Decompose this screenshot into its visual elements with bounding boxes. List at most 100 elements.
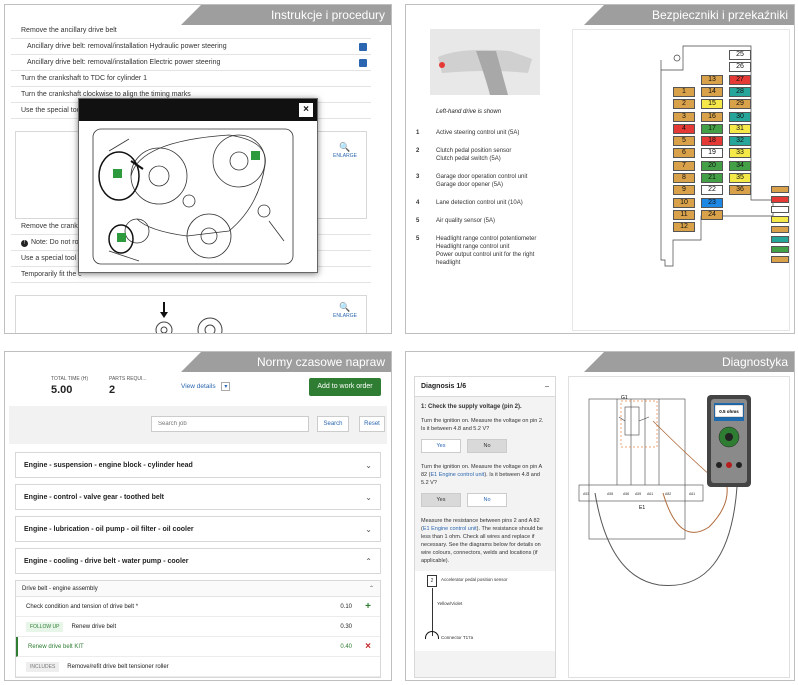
fuse-cell[interactable]: 13 [701, 74, 723, 85]
repair-times-panel: TOTAL TIME (H) 5.00 PARTS REQUI... 2 Vie… [4, 351, 392, 681]
job-group[interactable]: Engine - suspension - engine block - cyl… [15, 452, 381, 478]
fuse-cell[interactable]: 30 [729, 111, 751, 122]
fuse-cell[interactable]: 12 [673, 222, 695, 233]
chevron-down-icon[interactable]: ▾ [221, 382, 231, 391]
fuse-cell[interactable]: 10 [673, 197, 695, 208]
fuse-cell[interactable]: 15 [701, 99, 723, 110]
enlarge-button[interactable]: 🔍ENLARGE [332, 302, 358, 319]
chevron-up-icon[interactable]: ⌃ [368, 586, 374, 592]
panel-title: Normy czasowe napraw [181, 352, 391, 372]
procedure-step[interactable]: Ancillary drive belt: removal/installati… [11, 39, 371, 55]
procedure-step[interactable]: Turn the crankshaft to TDC for cylinder … [11, 71, 371, 87]
document-link-icon[interactable] [359, 59, 367, 67]
fuse-cell[interactable]: 18 [701, 136, 723, 147]
fuse-cell[interactable]: 2 [673, 99, 695, 110]
fuse-cell[interactable]: 25 [729, 50, 751, 60]
fuse-cell[interactable]: 31 [729, 123, 751, 134]
relay-cell[interactable] [771, 216, 789, 223]
chevron-up-icon[interactable]: ⌃ [365, 557, 372, 566]
relay-cell[interactable] [771, 186, 789, 193]
chevron-down-icon[interactable]: ⌄ [365, 493, 372, 502]
fuse-cell[interactable]: 19 [701, 148, 723, 159]
relay-cell[interactable] [771, 256, 789, 263]
fuse-cell[interactable]: 26 [729, 62, 751, 73]
relay-cell[interactable] [771, 206, 789, 213]
fuse-cell[interactable]: 34 [729, 160, 751, 171]
svg-text:A82: A82 [665, 492, 671, 496]
fuse-description: headlight [436, 260, 461, 266]
relay-cell[interactable] [771, 196, 789, 203]
enlarge-label: ENLARGE [333, 153, 357, 159]
procedure-step[interactable]: Remove the ancillary drive belt [11, 23, 371, 39]
fuse-cell[interactable]: 29 [729, 99, 751, 110]
fuse-cell[interactable]: 20 [701, 160, 723, 171]
fuse-cell[interactable]: 5 [673, 136, 695, 147]
yes-button[interactable]: Yes [421, 493, 461, 507]
close-button[interactable]: × [299, 103, 313, 117]
job-group[interactable]: Engine - lubrication - oil pump - oil fi… [15, 516, 381, 542]
fuse-cell[interactable]: 32 [729, 136, 751, 147]
enlarge-button[interactable]: 🔍ENLARGE [332, 142, 358, 159]
fuse-cell[interactable]: 17 [701, 123, 723, 134]
fuse-cell[interactable]: 28 [729, 86, 751, 97]
reset-button[interactable]: Reset [359, 416, 385, 432]
remove-icon[interactable]: × [365, 641, 371, 652]
relay-cell[interactable] [771, 236, 789, 243]
yes-button[interactable]: Yes [421, 439, 461, 453]
fuse-cell[interactable]: 33 [729, 148, 751, 159]
fuse-cell[interactable]: 35 [729, 173, 751, 183]
fuse-cell[interactable]: 3 [673, 111, 695, 122]
document-link-icon[interactable] [359, 43, 367, 51]
svg-text:A56: A56 [623, 492, 629, 496]
relay-cell[interactable] [771, 226, 789, 233]
ecu-link[interactable]: E1 Engine control unit [422, 526, 477, 532]
fuse-cell[interactable]: 22 [701, 185, 723, 196]
view-details-link[interactable]: View details ▾ [181, 382, 231, 391]
sensor-box: 2 [427, 575, 437, 587]
procedure-image-box-2: 🔍ENLARGE [15, 295, 367, 333]
no-button[interactable]: No [467, 493, 507, 507]
job-group[interactable]: Engine - cooling - drive belt - water pu… [15, 548, 381, 574]
ecu-link[interactable]: E1 Engine control unit [430, 472, 485, 478]
total-time-value: 5.00 [51, 384, 73, 396]
step-text: Remove the cranksh [21, 223, 86, 230]
procedure-step[interactable]: Ancillary drive belt: removal/installati… [11, 55, 371, 71]
operation-tag: INCLUDES [26, 662, 60, 672]
job-group[interactable]: Engine - control - valve gear - toothed … [15, 484, 381, 510]
fuse-cell[interactable]: 7 [673, 160, 695, 171]
fuse-description: Lane detection control unit (10A) [436, 200, 523, 206]
subgroup-header[interactable]: Drive belt - engine assembly ⌃ [16, 581, 380, 597]
fuse-cell[interactable]: 24 [701, 209, 723, 220]
fuse-cell[interactable]: 21 [701, 173, 723, 183]
fuse-cell[interactable]: 23 [701, 197, 723, 208]
enlarge-label: ENLARGE [333, 313, 357, 319]
fuse-cell[interactable]: 14 [701, 86, 723, 97]
fuse-cell[interactable]: 6 [673, 148, 695, 159]
no-button[interactable]: No [467, 439, 507, 453]
chevron-down-icon[interactable]: ⌄ [365, 525, 372, 534]
add-icon[interactable]: + [365, 601, 371, 612]
fuse-cell[interactable]: 9 [673, 185, 695, 196]
fuse-cell[interactable]: 4 [673, 123, 695, 134]
step-text: Use the special tool [21, 107, 83, 114]
chevron-down-icon[interactable]: ⌄ [365, 461, 372, 470]
fuse-cell[interactable]: 36 [729, 185, 751, 196]
add-to-work-order-button[interactable]: Add to work order [309, 378, 381, 396]
relay-cell[interactable] [771, 246, 789, 253]
fuse-cell[interactable]: 1 [673, 86, 695, 97]
search-button[interactable]: Search [317, 416, 349, 432]
procedure-step[interactable]: Temporarily fit the c [11, 267, 371, 283]
fuse-cell[interactable]: 16 [701, 111, 723, 122]
fuse-cell[interactable]: 8 [673, 173, 695, 183]
operation-row[interactable]: Check condition and tension of drive bel… [16, 597, 380, 617]
fuse-cell[interactable]: 11 [673, 209, 695, 220]
collapse-icon[interactable]: – [545, 383, 549, 390]
diagnosis-header: Diagnosis 1/6 – [415, 377, 555, 397]
search-input[interactable] [151, 416, 309, 432]
fuse-cell[interactable]: 27 [729, 74, 751, 85]
instruction-3-text: Measure the resistance between pins 2 an… [421, 518, 540, 532]
